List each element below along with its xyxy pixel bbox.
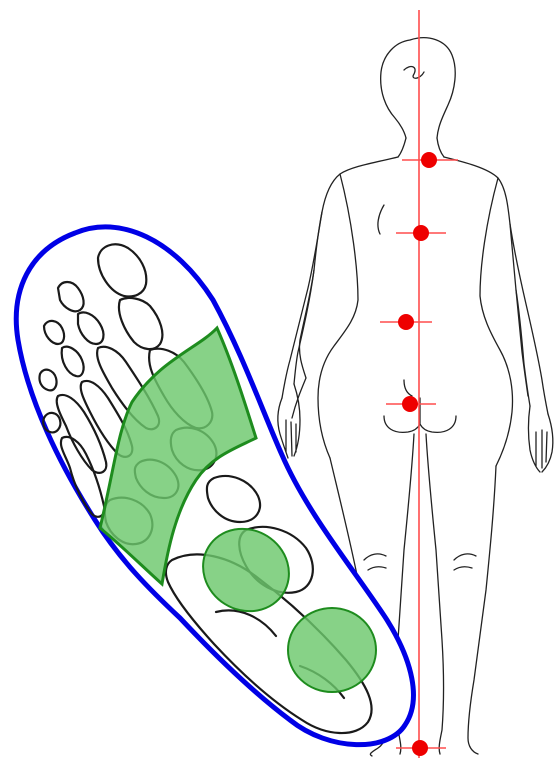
left-arm-outline (282, 212, 322, 398)
waist-left-outline (318, 174, 358, 458)
sacrum-point (386, 396, 436, 412)
right-hand-outline (529, 406, 553, 472)
neck-outline (398, 138, 444, 157)
waist-right-outline (480, 178, 513, 466)
right-knee-crease (454, 554, 476, 570)
lower-back-point (380, 314, 432, 330)
heel-pad-zone (288, 608, 376, 692)
buttocks-outline (384, 380, 456, 432)
head-outline (381, 38, 456, 138)
neck-point (402, 152, 458, 168)
ground-point (396, 740, 446, 756)
foot-skeleton-icon (16, 227, 413, 745)
left-knee-crease (364, 554, 386, 570)
shoulder-blade-line (378, 205, 384, 234)
hair-detail (404, 67, 424, 79)
upper-back-point (396, 225, 446, 241)
right-arm-outline (510, 224, 548, 414)
torso-right-outline (444, 157, 528, 396)
right-leg-outline (468, 466, 496, 754)
right-inner-leg-outline (426, 434, 444, 754)
